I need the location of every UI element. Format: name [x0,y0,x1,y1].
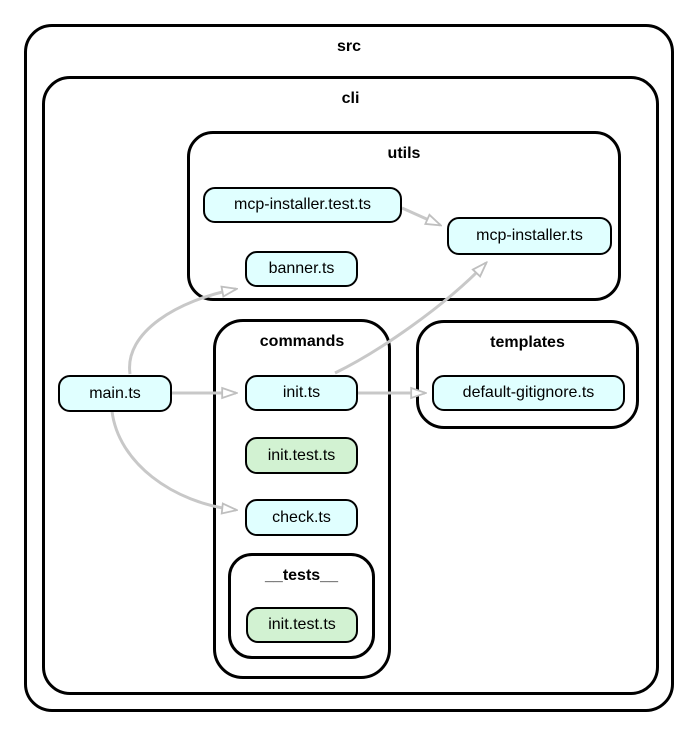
cluster-commands-label: commands [259,333,345,350]
cluster-utils-label: utils [387,145,421,162]
cluster-cli: cli [42,76,659,695]
cluster-src-label: src [336,38,362,55]
cluster-src: src [24,24,674,712]
node-main-ts: main.ts [58,375,172,412]
cluster-templates-label: templates [490,334,565,351]
cluster-cli-label: cli [341,90,360,107]
node-mcp-installer-ts: mcp-installer.ts [447,217,612,255]
cluster-tests: __tests__ [228,553,375,659]
node-init-test-ts-commands: init.test.ts [245,437,358,474]
cluster-templates: templates [416,320,639,429]
node-init-ts: init.ts [245,375,358,411]
node-default-gitignore-ts: default-gitignore.ts [432,375,625,411]
cluster-tests-label: __tests__ [265,567,338,584]
node-mcp-installer-test-ts: mcp-installer.test.ts [203,187,402,223]
node-init-test-ts-tests: init.test.ts [246,607,358,643]
node-banner-ts: banner.ts [245,251,358,287]
node-check-ts: check.ts [245,499,358,536]
